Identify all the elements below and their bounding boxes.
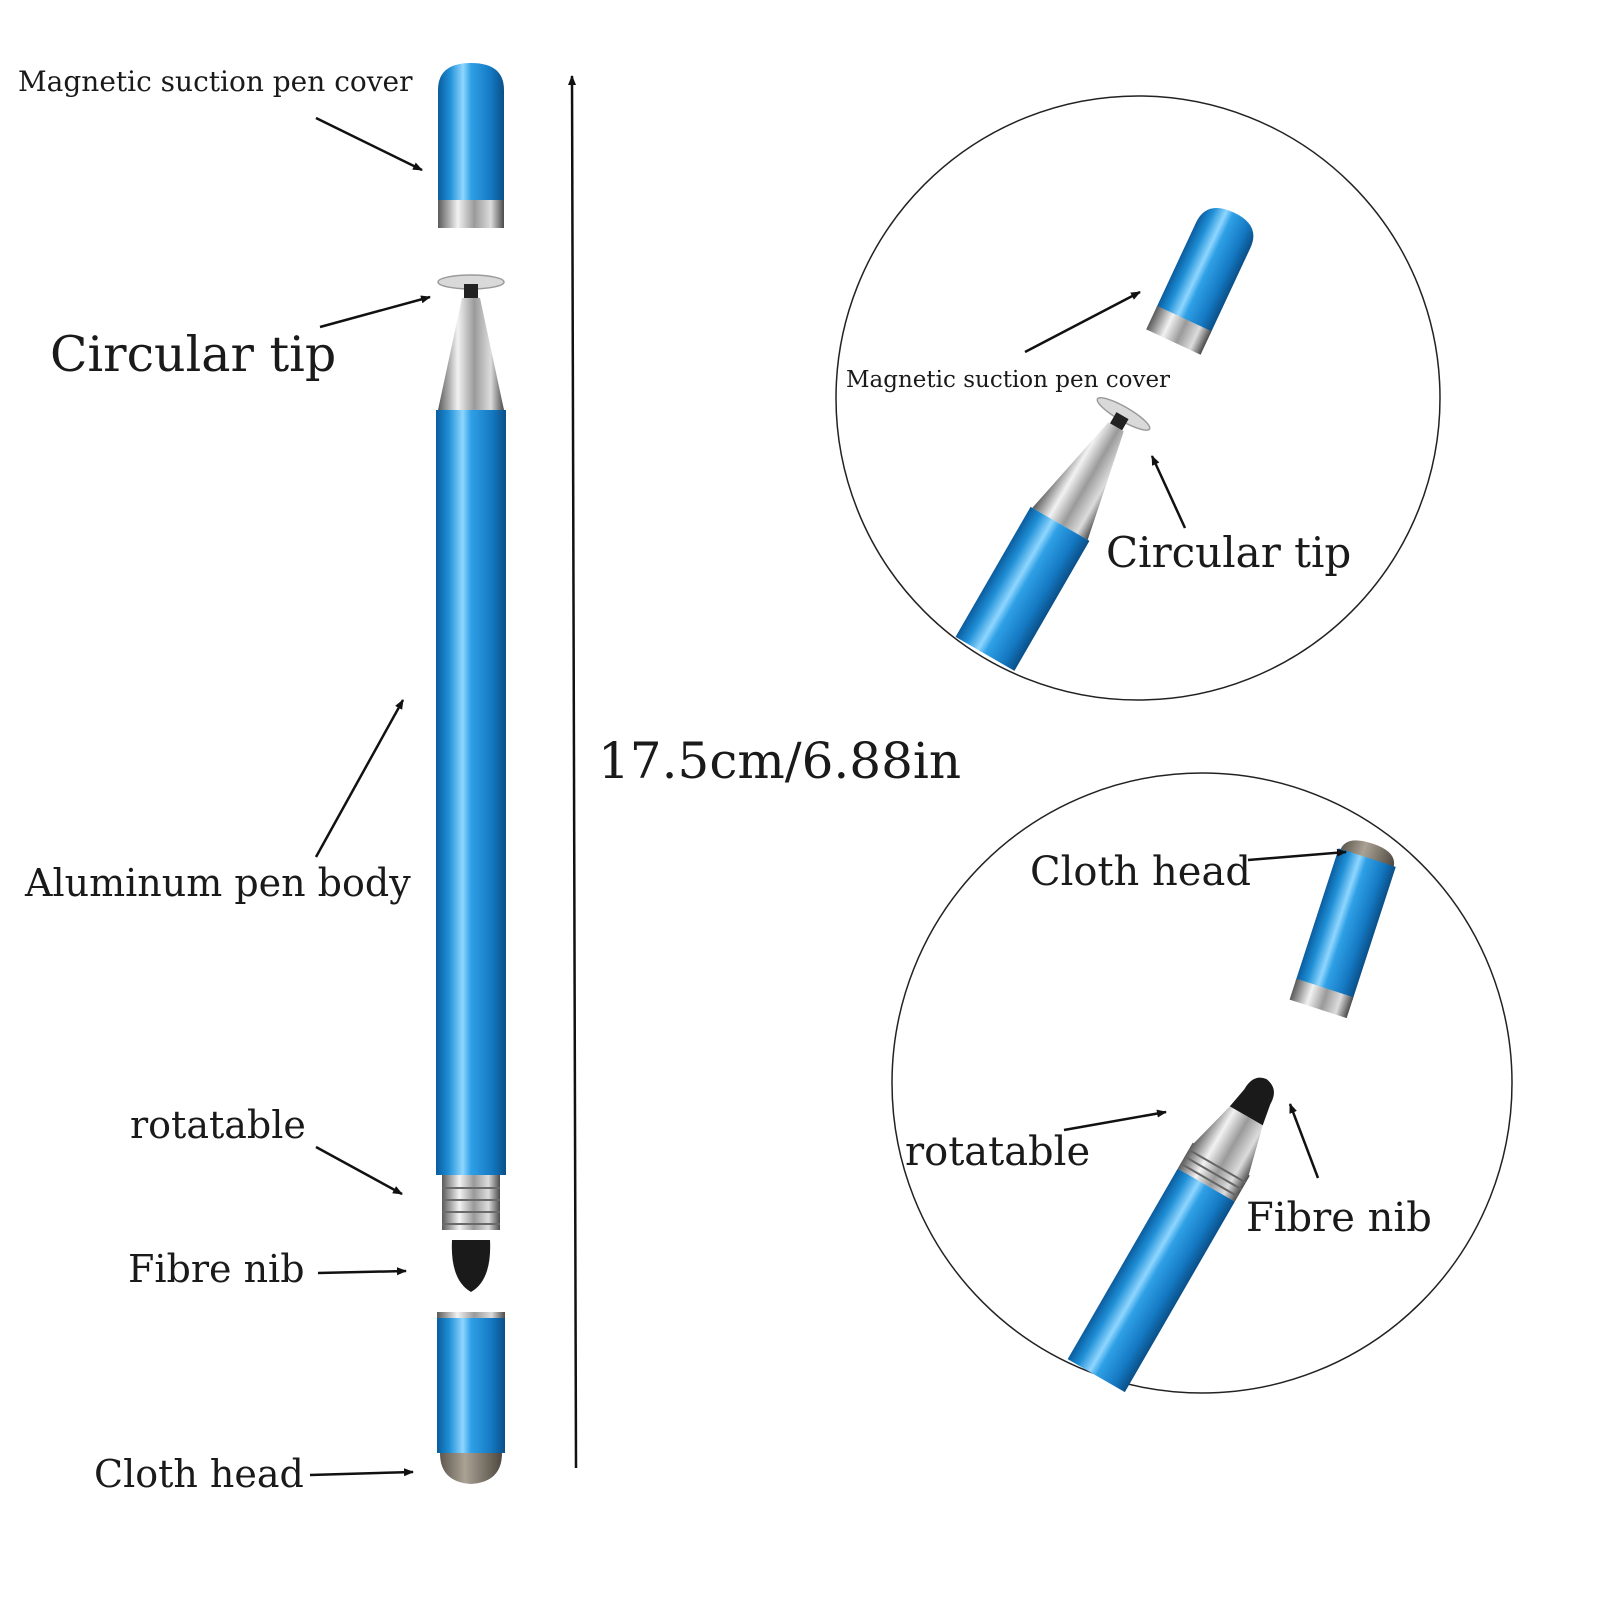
label-fibre-nib-zoom: Fibre nib — [1246, 1195, 1432, 1241]
label-fibre-nib-main: Fibre nib — [128, 1247, 305, 1291]
rotatable-part — [442, 1175, 500, 1230]
zoom-circle-top — [835, 95, 1441, 701]
zoom-circular-tip-part — [955, 397, 1151, 671]
leader-cover-main — [315, 116, 423, 172]
leader-rotatable-main — [315, 1145, 403, 1196]
leader-fibre-nib-main — [317, 1267, 407, 1276]
pen-body-part — [436, 410, 506, 1175]
pen-cover-part — [438, 63, 504, 228]
leader-circular-tip-main — [319, 295, 431, 329]
zoom-cloth-head-part — [1289, 840, 1396, 1019]
zoom-cover-part — [1146, 207, 1254, 355]
main-pen — [436, 63, 506, 1484]
label-cover-zoom: Magnetic suction pen cover — [846, 367, 1171, 393]
leader-circular-tip-zoom — [1150, 455, 1187, 529]
label-cover-main: Magnetic suction pen cover — [18, 65, 413, 98]
label-rotatable-zoom: rotatable — [905, 1129, 1091, 1175]
main-pen-leaders — [309, 116, 431, 1477]
leader-cover-zoom — [1024, 290, 1141, 354]
fibre-nib-part — [451, 1240, 491, 1292]
label-rotatable-main: rotatable — [130, 1103, 306, 1147]
label-cloth-head-zoom: Cloth head — [1030, 849, 1251, 895]
leader-rotatable-zoom — [1063, 1109, 1167, 1132]
label-circular-tip-main: Circular tip — [50, 326, 337, 383]
label-body-main: Aluminum pen body — [25, 861, 411, 905]
leader-cloth-head-main — [309, 1468, 414, 1477]
zoom-circle-bottom — [891, 772, 1513, 1394]
leader-cloth-head-zoom — [1247, 848, 1347, 862]
zoom-fibre-nib-part — [1067, 1077, 1274, 1393]
leader-fibre-nib-zoom — [1288, 1103, 1320, 1179]
leader-body-main — [314, 699, 405, 858]
cloth-head-part — [437, 1312, 505, 1484]
dimension-label: 17.5cm/6.88in — [598, 732, 962, 790]
label-cloth-head-main: Cloth head — [94, 1452, 304, 1496]
circular-tip-part — [437, 274, 505, 410]
dimension-line — [568, 75, 578, 1469]
label-circular-tip-zoom: Circular tip — [1106, 528, 1352, 577]
